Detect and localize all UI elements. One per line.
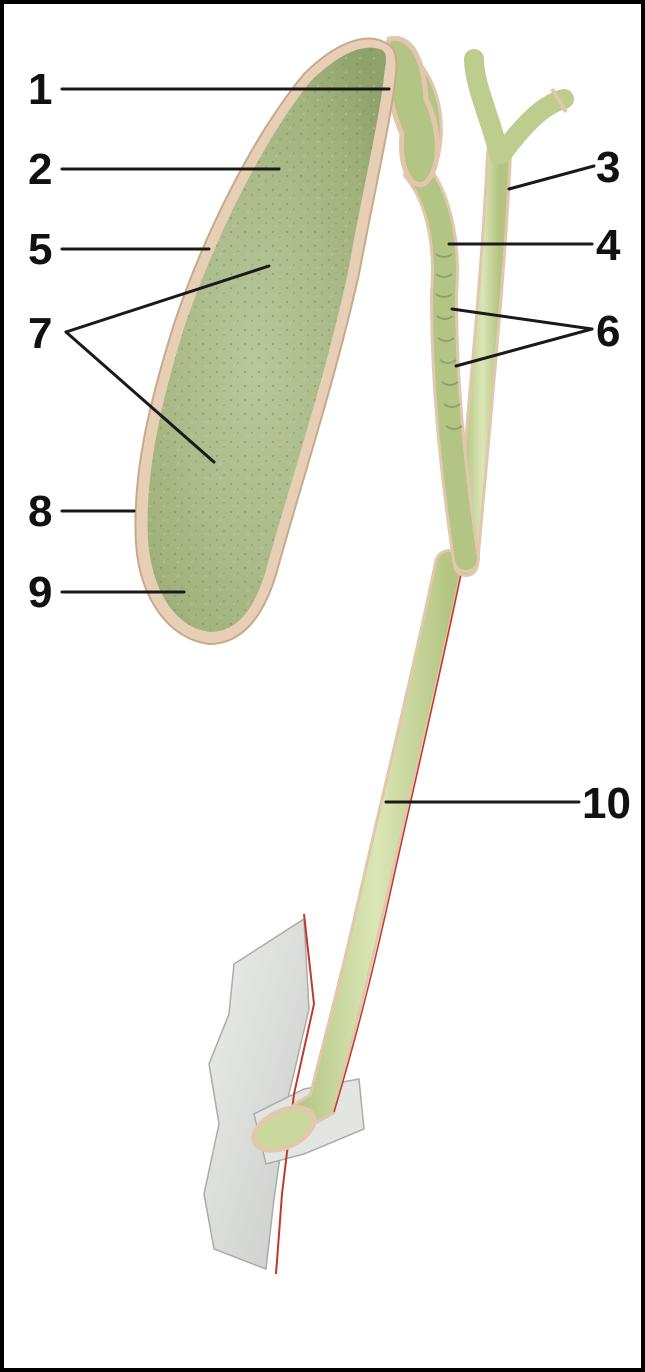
label-1: 1: [28, 65, 52, 114]
leader-3: [509, 166, 594, 189]
label-10: 10: [582, 779, 631, 828]
label-9: 9: [28, 568, 52, 617]
gallbladder-icon: [135, 39, 396, 644]
label-3: 3: [596, 143, 620, 192]
label-2: 2: [28, 145, 52, 194]
gallbladder-anatomy-diagram: 1 2 3 4 5 6 7 8 9 10: [4, 4, 645, 1372]
label-7: 7: [28, 309, 52, 358]
label-4: 4: [596, 221, 621, 270]
label-5: 5: [28, 225, 52, 274]
cystic-duct-icon: [386, 38, 466, 559]
label-6: 6: [596, 307, 620, 356]
leader-6a: [452, 309, 592, 329]
label-8: 8: [28, 487, 52, 536]
hepatic-duct-icon: [466, 59, 566, 564]
